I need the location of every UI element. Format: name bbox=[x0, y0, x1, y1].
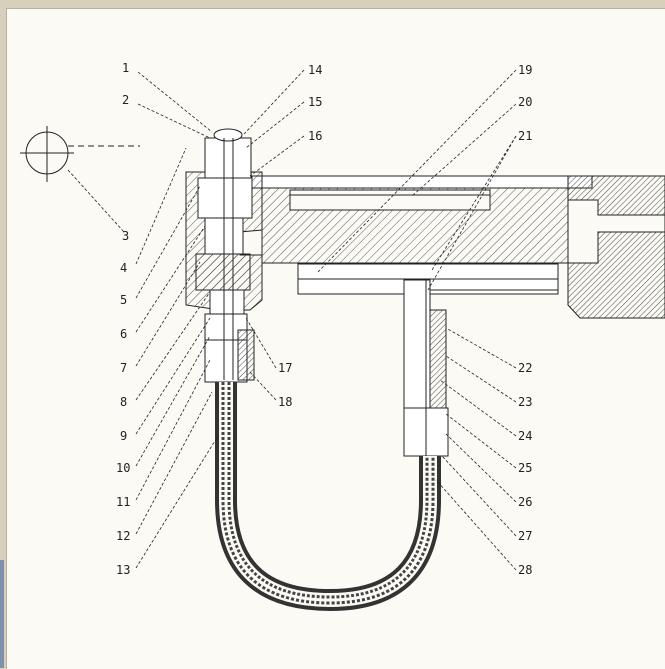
window-edge bbox=[0, 560, 4, 668]
callout-3: 3 bbox=[122, 229, 129, 243]
drawing-sheet bbox=[6, 8, 665, 669]
callouts-mid: 14 15 16 17 18 bbox=[278, 63, 322, 409]
callout-25: 25 bbox=[518, 461, 532, 475]
callout-28: 28 bbox=[518, 563, 532, 577]
callouts-left: 1 2 3 4 5 6 7 8 9 10 11 12 13 bbox=[116, 61, 130, 577]
callout-12: 12 bbox=[116, 529, 130, 543]
callouts-right: 19 20 21 22 23 24 25 26 27 28 bbox=[518, 63, 532, 577]
callout-17: 17 bbox=[278, 361, 292, 375]
callout-19: 19 bbox=[518, 63, 532, 77]
callout-26: 26 bbox=[518, 495, 532, 509]
callout-7: 7 bbox=[120, 361, 127, 375]
callout-22: 22 bbox=[518, 361, 532, 375]
callout-9: 9 bbox=[120, 429, 127, 443]
callout-23: 23 bbox=[518, 395, 532, 409]
callout-11: 11 bbox=[116, 495, 130, 509]
callout-8: 8 bbox=[120, 395, 127, 409]
right-fitting bbox=[403, 279, 449, 457]
callout-4: 4 bbox=[120, 261, 127, 275]
callout-27: 27 bbox=[518, 529, 532, 543]
callout-2: 2 bbox=[122, 93, 129, 107]
callout-20: 20 bbox=[518, 95, 532, 109]
left-fitting bbox=[195, 128, 255, 383]
section-symbol bbox=[20, 126, 140, 182]
callout-18: 18 bbox=[278, 395, 292, 409]
callout-13: 13 bbox=[116, 563, 130, 577]
callout-10: 10 bbox=[116, 461, 130, 475]
callout-5: 5 bbox=[120, 293, 127, 307]
callout-6: 6 bbox=[120, 327, 127, 341]
callout-16: 16 bbox=[308, 129, 322, 143]
callout-15: 15 bbox=[308, 95, 322, 109]
callout-21: 21 bbox=[518, 129, 532, 143]
callout-14: 14 bbox=[308, 63, 322, 77]
callout-1: 1 bbox=[122, 61, 129, 75]
callout-24: 24 bbox=[518, 429, 532, 443]
leader-lines bbox=[67, 69, 517, 571]
u-hose bbox=[215, 382, 441, 612]
